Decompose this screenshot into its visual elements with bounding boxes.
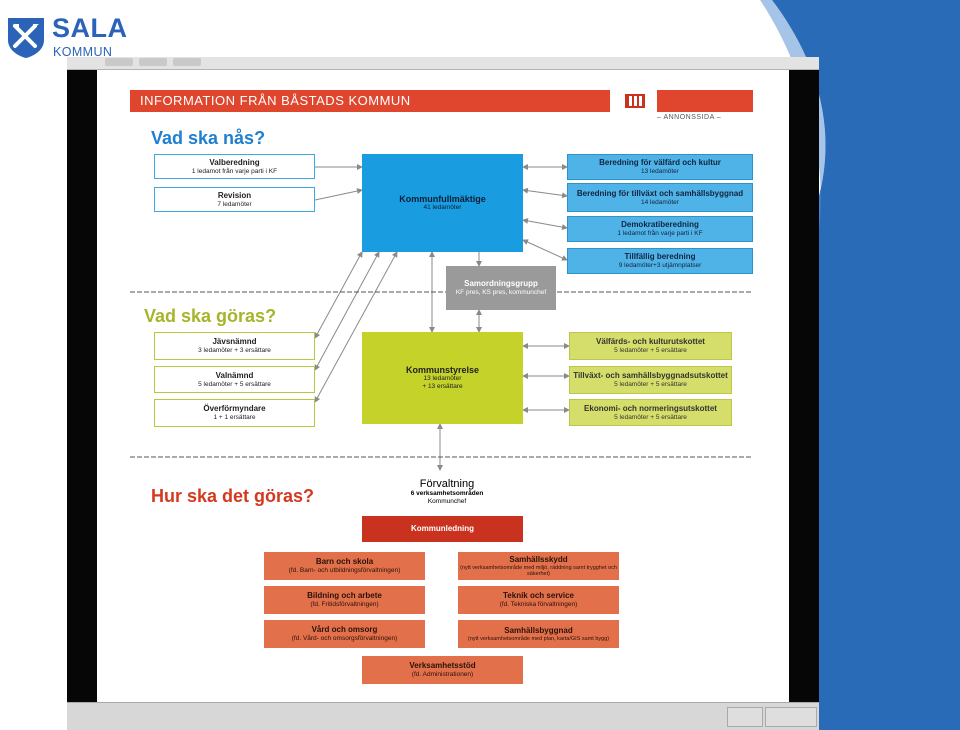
sala-kommun-logo[interactable]: SALA KOMMUN [6, 12, 128, 64]
municipality-emblem-icon [622, 91, 648, 111]
kommunfullmaktige-box[interactable]: Kommunfullmäktige 41 ledamöter [362, 154, 523, 252]
teknik-och-service-box[interactable]: Teknik och service (fd. Tekniska förvalt… [458, 586, 619, 614]
ekonomi-utskottet-box[interactable]: Ekonomi- och normeringsutskottet 5 ledam… [569, 399, 732, 426]
overformyndare-box[interactable]: Överförmyndare 1 + 1 ersättare [154, 399, 315, 427]
beredning-tillvaxt-box[interactable]: Beredning för tillväxt och samhällsbyggn… [567, 183, 753, 212]
viewer-status-bar [67, 702, 819, 730]
document-viewer-window: INFORMATION FRÅN BÅSTADS KOMMUN – ANNONS… [67, 57, 819, 730]
samhallsskydd-box[interactable]: Samhällsskydd (nytt verksamhetsområde me… [458, 552, 619, 580]
logo-subtitle: KOMMUN [53, 45, 113, 59]
org-chart-page: INFORMATION FRÅN BÅSTADS KOMMUN – ANNONS… [97, 70, 789, 702]
shield-icon [8, 18, 44, 58]
revision-box[interactable]: Revision 7 ledamöter [154, 187, 315, 212]
beredning-valfard-box[interactable]: Beredning för välfärd och kultur 13 leda… [567, 154, 753, 180]
valberedning-box[interactable]: Valberedning 1 ledamot från varje parti … [154, 154, 315, 179]
valnamnd-box[interactable]: Valnämnd 5 ledamöter + 5 ersättare [154, 366, 315, 393]
section-title-how: Hur ska det göras? [151, 486, 315, 506]
kommunstyrelse-box[interactable]: Kommunstyrelse 13 ledamöter + 13 ersätta… [362, 332, 523, 424]
section-title-what: Vad ska nås? [151, 128, 266, 148]
status-cell[interactable] [727, 707, 763, 727]
samhallsbyggnad-box[interactable]: Samhällsbyggnad (nytt verksamhetsområde … [458, 620, 619, 648]
toolbar-tab[interactable] [139, 58, 167, 66]
viewer-margin-right [789, 70, 819, 730]
javsnamnd-box[interactable]: Jävsnämnd 3 ledamöter + 3 ersättare [154, 332, 315, 360]
banner-subtitle: – ANNONSSIDA – [657, 114, 722, 121]
demokratiberedning-box[interactable]: Demokratiberedning 1 ledamot från varje … [567, 216, 753, 242]
kommunledning-box[interactable]: Kommunledning [362, 516, 523, 542]
valfards-kulturutskottet-box[interactable]: Välfärds- och kulturutskottet 5 ledamöte… [569, 332, 732, 360]
toolbar-tab[interactable] [173, 58, 201, 66]
viewer-margin-left [67, 70, 97, 730]
viewer-toolbar [67, 57, 819, 70]
forvaltning-heading: Förvaltning 6 verksamhetsområden Kommunc… [410, 478, 484, 505]
logo-name: SALA [52, 13, 128, 43]
barn-och-skola-box[interactable]: Barn och skola (fd. Barn- och utbildning… [264, 552, 425, 580]
samordningsgrupp-box[interactable]: Samordningsgrupp KF pres, KS pres, kommu… [446, 266, 556, 310]
toolbar-tab[interactable] [105, 58, 133, 66]
status-cell[interactable] [765, 707, 817, 727]
page-banner: INFORMATION FRÅN BÅSTADS KOMMUN [130, 90, 610, 112]
bildning-och-arbete-box[interactable]: Bildning och arbete (fd. Fritidsförvaltn… [264, 586, 425, 614]
verksamhetsstod-box[interactable]: Verksamhetsstöd (fd. Administrationen) [362, 656, 523, 684]
banner-strip [657, 90, 753, 112]
tillvaxt-utskottet-box[interactable]: Tillväxt- och samhällsbyggnadsutskottet … [569, 366, 732, 394]
vard-och-omsorg-box[interactable]: Vård och omsorg (fd. Vård- och omsorgsfö… [264, 620, 425, 648]
section-title-do: Vad ska göras? [144, 306, 277, 326]
tillfallig-beredning-box[interactable]: Tillfällig beredning 9 ledamöter+3 utjäm… [567, 248, 753, 274]
